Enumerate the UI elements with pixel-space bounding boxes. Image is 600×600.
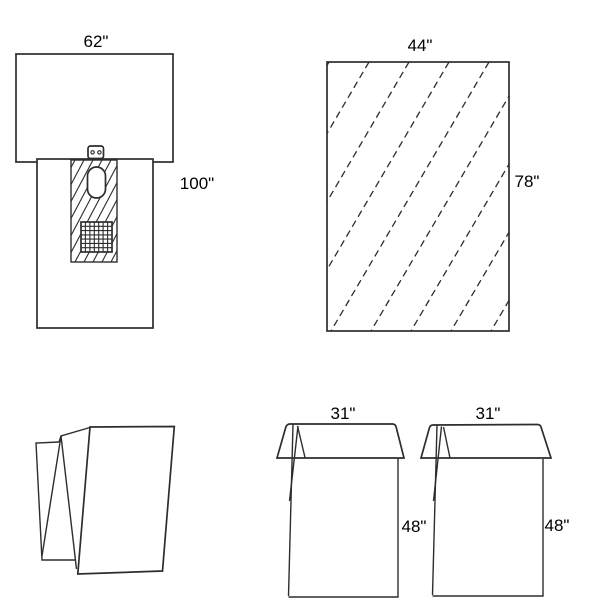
sheet-length-label: 78" (515, 172, 540, 191)
left-cover-body (288, 458, 399, 598)
fenestration-oval (86, 166, 107, 199)
tab-body (87, 145, 105, 160)
instrument-pad-grid (80, 221, 113, 253)
right-cover-body (432, 459, 544, 597)
left-cover-length-label: 48" (402, 517, 427, 536)
drape-length-label: 100" (180, 174, 214, 193)
left-cover-width-label: 31" (331, 404, 356, 423)
sheet-width-label: 44" (408, 36, 433, 55)
adhesive-tab (87, 145, 105, 160)
right-cover-length-label: 48" (545, 516, 570, 535)
incise-sheet-figure: 44" 78" (326, 36, 540, 332)
dashed-diagonal-lines (327, 62, 509, 331)
tab-hole-right (97, 150, 102, 155)
left-cover-open-edge (287, 424, 299, 597)
grid-border (80, 221, 113, 253)
strip-border (70, 159, 118, 263)
right-cover-figure: 31" 48" (419, 404, 570, 597)
tab-hole-left (90, 150, 95, 155)
right-cover-width-label: 31" (476, 404, 501, 423)
grid-lines (81, 222, 112, 252)
left-cover-flap (275, 423, 406, 459)
right-cover-flap-fold (442, 426, 451, 459)
folded-towel-figure (35, 425, 176, 575)
left-cover-flap-fold (296, 425, 306, 458)
right-cover-flap (419, 423, 553, 459)
back-folds (35, 426, 91, 570)
fenestrated-drape-figure: 62" 100" (15, 32, 214, 329)
drape-width-label: 62" (84, 32, 109, 51)
front-panel (76, 425, 176, 575)
top-sheet-rect (15, 53, 174, 163)
right-cover-open-edge (431, 424, 443, 596)
left-cover-figure: 31" 48" (275, 404, 427, 598)
